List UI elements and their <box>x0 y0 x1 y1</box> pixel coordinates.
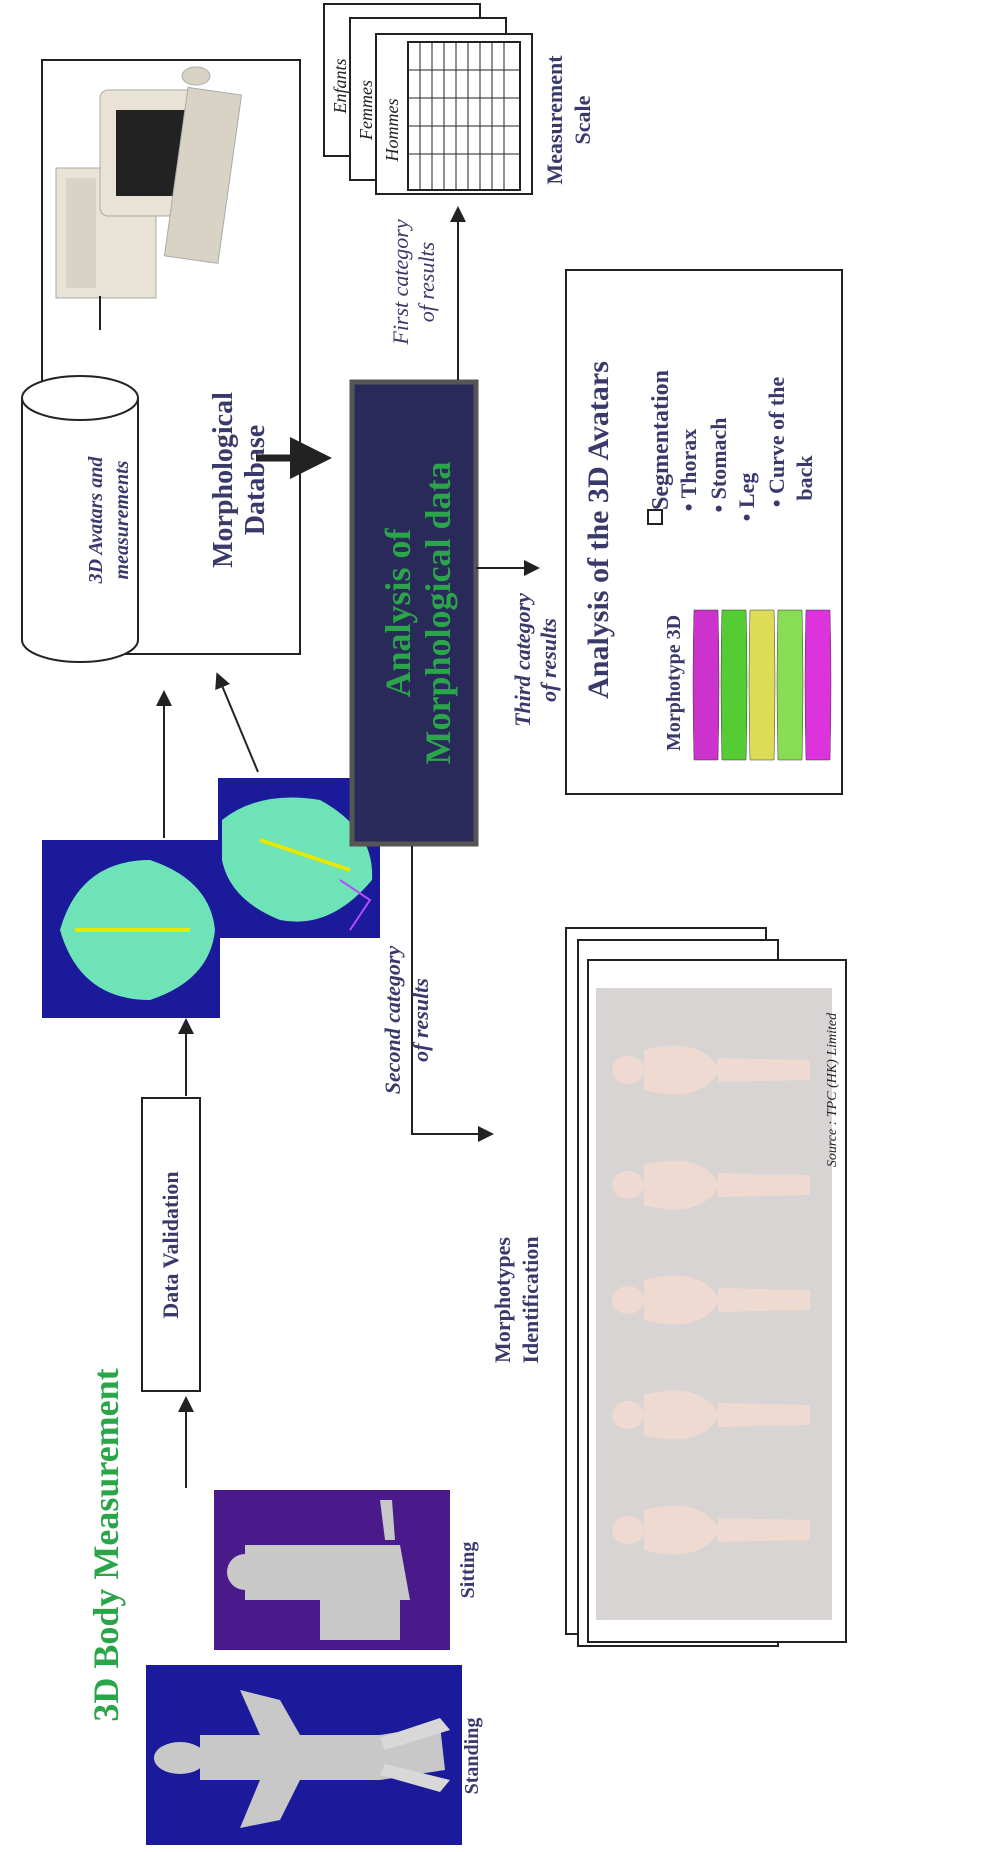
analysis-title-line-2: Morphological data <box>418 462 458 765</box>
segment-item-thorax: • Thorax <box>676 429 701 511</box>
morphotype-torso-3 <box>749 610 775 760</box>
database-cylinder-line-2: measurements <box>111 460 133 579</box>
data-validation-label: Data Validation <box>158 1171 183 1318</box>
scale-label-line-2: Scale <box>570 95 595 144</box>
first-category-line-1: First category <box>388 219 413 345</box>
checkbox-icon <box>648 510 662 524</box>
third-category-line-2: of results <box>536 618 561 702</box>
morphotypes-label-line-2: Identification <box>518 1236 543 1363</box>
first-category-line-2: of results <box>414 242 439 322</box>
third-category-line-1: Third category <box>510 593 535 727</box>
scale-label-line-1: Measurement <box>542 55 567 185</box>
avatar-back-image <box>42 840 220 1018</box>
segment-item-back: back <box>792 455 817 501</box>
second-category-line-2: of results <box>408 978 433 1062</box>
segment-item-leg: • Leg <box>734 473 759 522</box>
scale-card-hommes: Hommes <box>382 99 402 163</box>
scale-card-femmes: Femmes <box>356 80 376 141</box>
morphotype-torso-5 <box>805 610 831 760</box>
sitting-label: Sitting <box>457 1542 479 1599</box>
scale-card-enfants: Enfants <box>330 58 350 114</box>
measurement-title: 3D Body Measurement <box>86 1368 126 1721</box>
morphotypes-label-line-1: Morphotypes <box>490 1237 515 1363</box>
standing-scan-image <box>146 1665 462 1845</box>
avatars-analysis-title: Analysis of the 3D Avatars <box>582 361 615 699</box>
database-title-line-1: Morphological <box>208 392 239 568</box>
morphotype-torso-2 <box>721 610 747 760</box>
segmentation-label: Segmentation <box>648 370 674 510</box>
morphotype-torso-4 <box>777 610 803 760</box>
sitting-scan-image <box>214 1490 450 1650</box>
segment-item-stomach: • Stomach <box>706 417 731 512</box>
analysis-title-line-1: Analysis of <box>378 527 418 697</box>
morphotypes-source: Source : TPC (HK) Limited <box>825 1012 840 1167</box>
database-title-line-2: Database <box>240 425 271 535</box>
standing-label: Standing <box>461 1718 483 1795</box>
arrow-avatar-to-database-2 <box>218 676 258 772</box>
morphotype-3d-label: Morphotype 3D <box>663 615 685 751</box>
morphotype-3d-figures <box>693 610 831 760</box>
database-cylinder-line-1: 3D Avatars and <box>85 456 107 585</box>
segment-item-curve: • Curve of the <box>764 377 789 508</box>
morphotype-torso-1 <box>693 610 719 760</box>
second-category-line-1: Second category <box>380 946 405 1095</box>
